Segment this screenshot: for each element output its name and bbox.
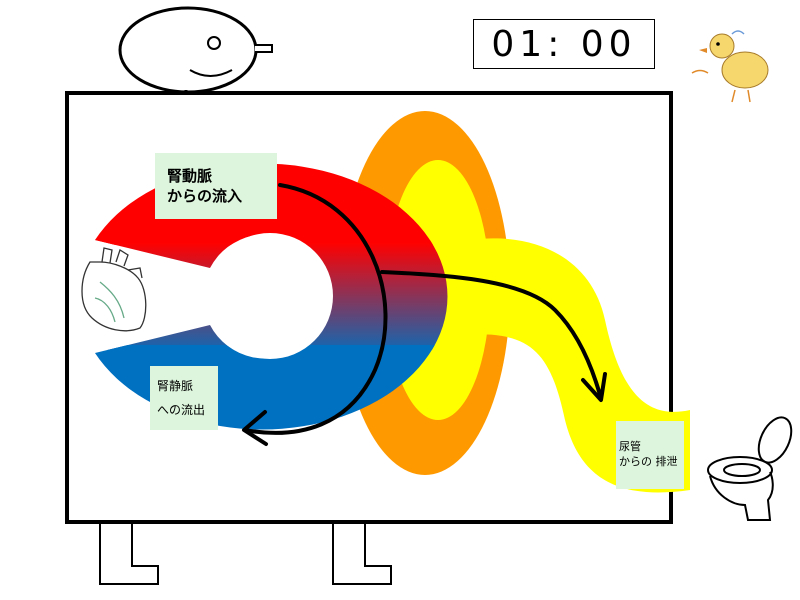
label-artery-line1: 腎動脈	[167, 166, 213, 185]
label-renal-vein-outflow: 腎静脈 への流出	[150, 366, 218, 430]
right-leg	[332, 522, 392, 585]
label-renal-artery-inflow: 腎動脈 からの流入	[155, 153, 277, 219]
label-ureter-line1: 尿管	[619, 440, 641, 454]
toilet-icon	[707, 416, 793, 521]
timer-display: 01: 00	[473, 19, 655, 69]
label-vein-line2: への流出	[157, 403, 206, 417]
label-artery-line2: からの流入	[167, 187, 243, 205]
left-leg	[99, 522, 159, 585]
face-icon	[118, 6, 273, 96]
label-ureter-excretion: 尿管 からの 排泄	[616, 421, 684, 489]
heart-icon	[81, 247, 147, 332]
flow-arrow-icon	[242, 183, 607, 446]
label-vein-line1: 腎静脈	[157, 379, 194, 393]
mixed-region	[95, 240, 448, 350]
label-ureter-line2: からの 排泄	[619, 455, 678, 468]
chick-icon	[691, 30, 769, 103]
